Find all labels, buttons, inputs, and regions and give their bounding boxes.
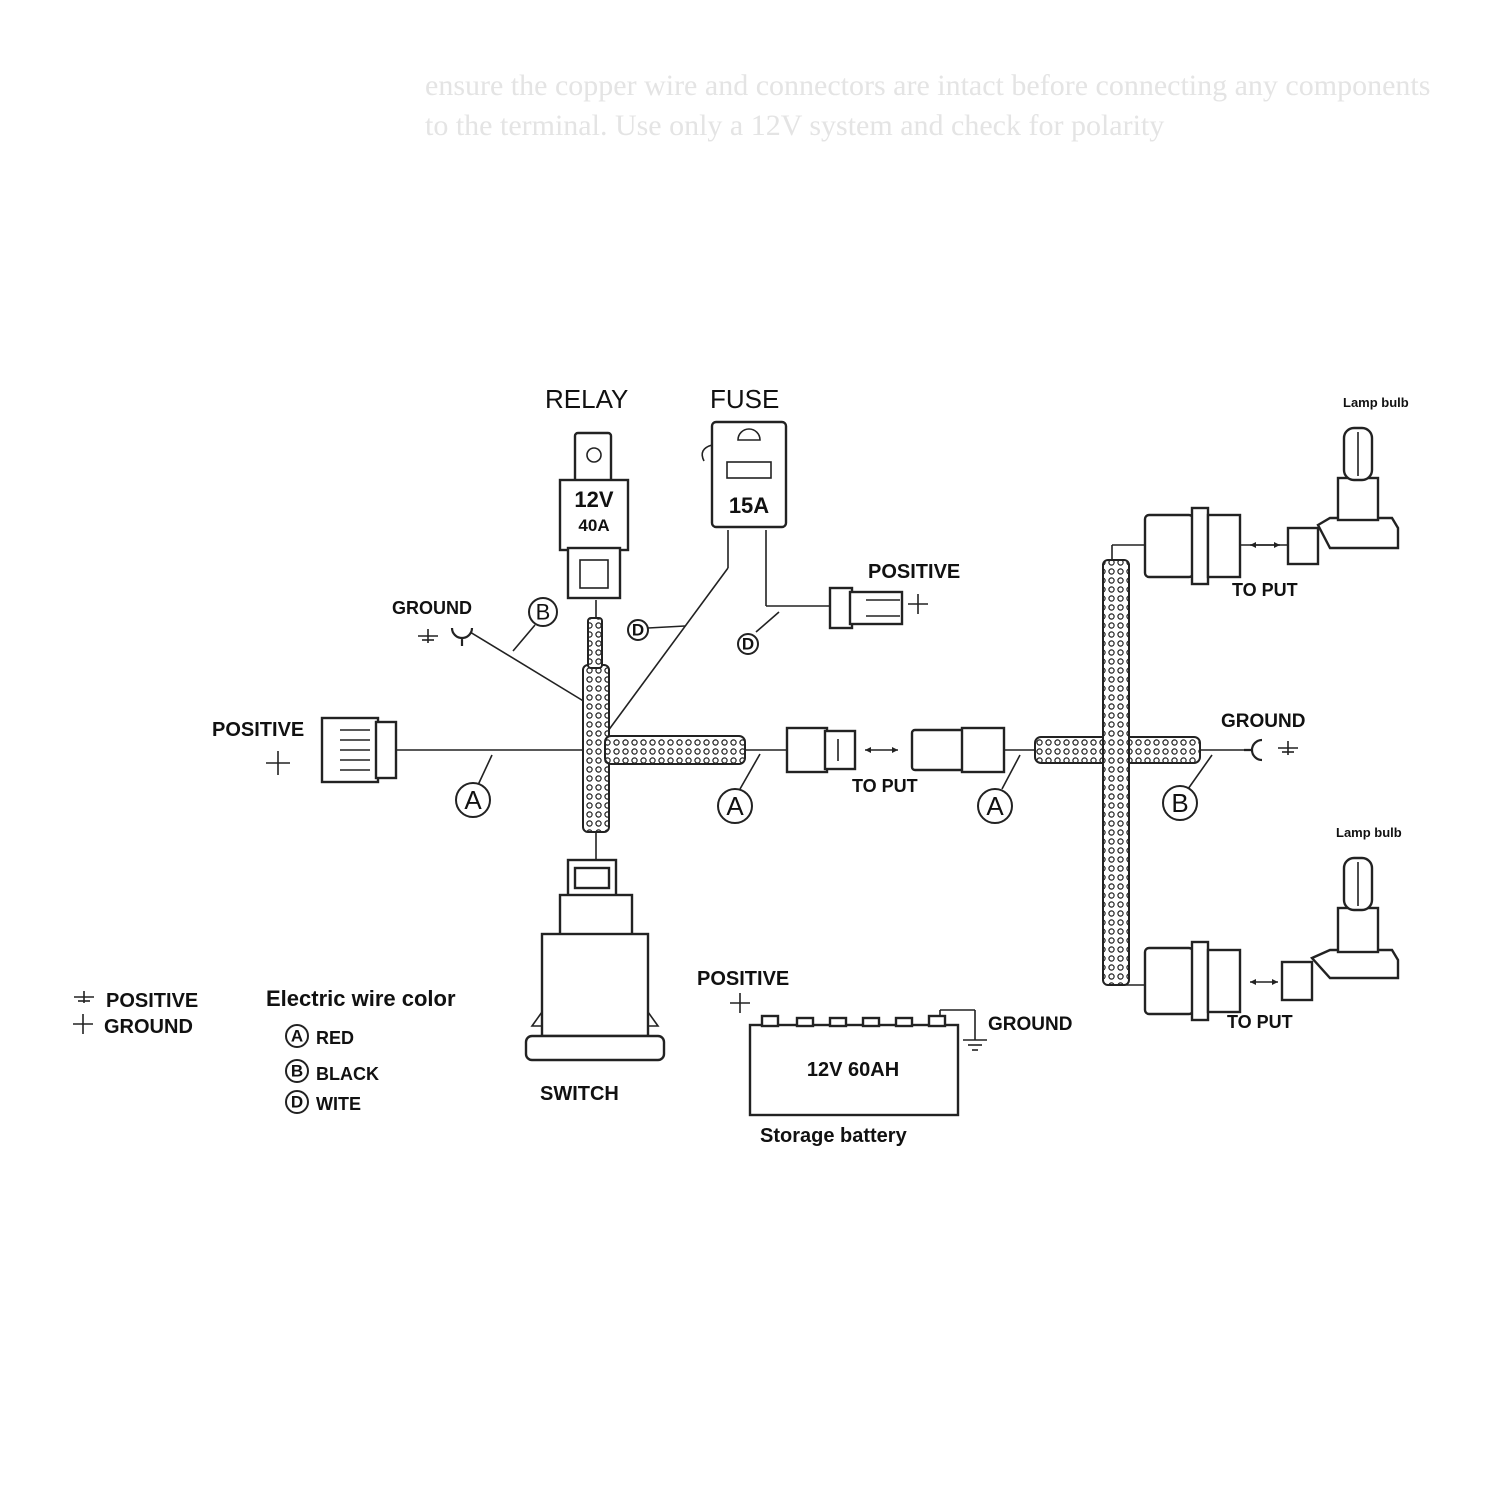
marker-b-right: B (1171, 788, 1188, 818)
battery-ground-label: GROUND (988, 1014, 1072, 1035)
lower-to-put-label: TO PUT (1227, 1012, 1293, 1032)
switch-label: SWITCH (540, 1083, 619, 1105)
legend-d-key: D (291, 1093, 303, 1112)
fuse: FUSE 15A (701, 384, 788, 529)
wire-color-title: Electric wire color (266, 986, 456, 1011)
left-positive-label: POSITIVE (212, 719, 304, 741)
battery-caption: Storage battery (760, 1125, 908, 1147)
upper-lamp-bulb-label: Lamp bulb (1343, 395, 1409, 410)
legend-d-color: WITE (316, 1094, 361, 1114)
fuse-positive-label: POSITIVE (868, 561, 960, 583)
upper-to-put-label: TO PUT (1232, 580, 1298, 600)
lower-lamp-bulb-label: Lamp bulb (1336, 825, 1402, 840)
legend-b-key: B (291, 1062, 303, 1081)
relay-current: 40A (578, 516, 609, 535)
fuse-positive-plug: POSITIVE (828, 561, 960, 630)
faint-header-text-line1: ensure the copper wire and connectors ar… (425, 69, 1430, 102)
middle-to-put-label: TO PUT (852, 776, 918, 796)
marker-b-left: B (536, 600, 551, 625)
legend-a-color: RED (316, 1028, 354, 1048)
legend-a-key: A (291, 1027, 303, 1046)
relay: RELAY 12V 40A (545, 384, 630, 600)
wire-looms (582, 559, 1201, 986)
battery-rating: 12V 60AH (807, 1059, 899, 1081)
wire-markers: B D D A A A B (455, 597, 1213, 824)
legend-b-color: BLACK (316, 1064, 379, 1084)
left-ground-label: GROUND (392, 598, 472, 618)
marker-a-left: A (464, 785, 482, 815)
right-ground-label: GROUND (1221, 711, 1305, 732)
battery-positive-label: POSITIVE (697, 968, 789, 990)
left-positive-connector: POSITIVE (212, 716, 398, 784)
marker-a-middle: A (726, 791, 744, 821)
left-ground-lug: GROUND (392, 598, 474, 646)
wire-color-legend: Electric wire color A RED B BLACK D WITE (266, 986, 456, 1114)
relay-voltage: 12V (574, 487, 613, 512)
storage-battery: POSITIVE 12V 60AH Storage battery GROUND (697, 968, 1072, 1147)
lower-lamp-assembly: Lamp bulb TO PUT (1143, 825, 1402, 1032)
upper-lamp-assembly: Lamp bulb TO PUT (1143, 395, 1409, 600)
marker-d-1: D (632, 621, 644, 640)
marker-a-right: A (986, 791, 1004, 821)
switch: SWITCH (524, 858, 666, 1105)
legend-ground-label: GROUND (104, 1016, 193, 1038)
relay-title: RELAY (545, 384, 628, 414)
marker-d-2: D (742, 635, 754, 654)
symbol-legend: POSITIVE GROUND (73, 990, 198, 1038)
faint-header-text-line2: to the terminal. Use only a 12V system a… (425, 109, 1164, 142)
fuse-title: FUSE (710, 384, 779, 414)
fuse-rating: 15A (729, 493, 769, 518)
legend-positive-label: POSITIVE (106, 990, 198, 1012)
middle-connector-pair: TO PUT (785, 726, 1006, 796)
right-ground-lug: GROUND (1221, 711, 1305, 762)
